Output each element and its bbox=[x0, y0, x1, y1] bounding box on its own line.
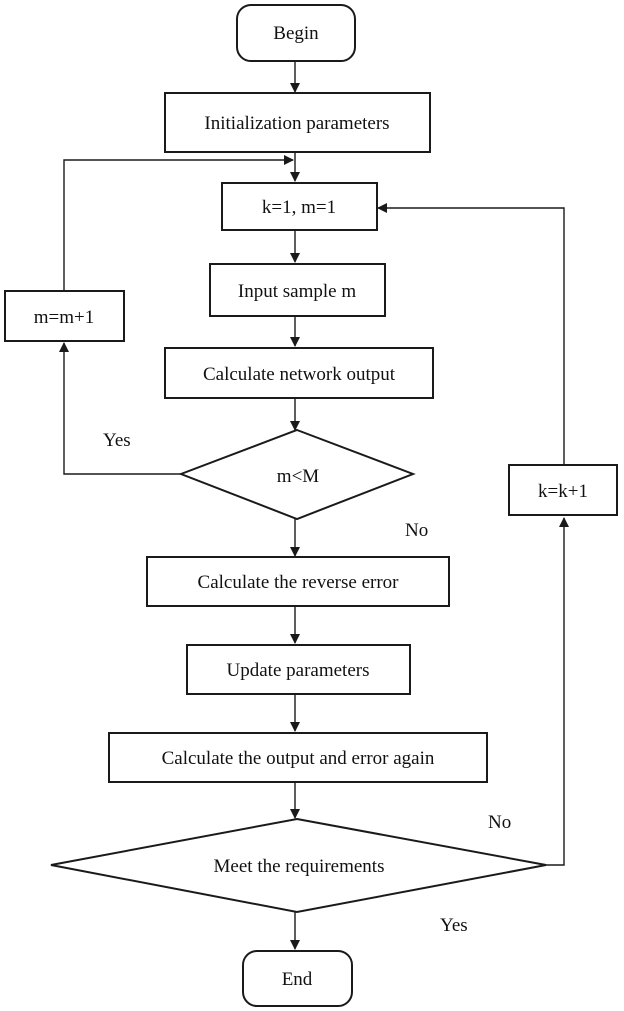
node-input: Input sample m bbox=[209, 263, 386, 317]
node-m-inc: m=m+1 bbox=[4, 290, 125, 342]
node-init: Initialization parameters bbox=[164, 92, 431, 153]
node-update-label: Update parameters bbox=[227, 660, 370, 681]
node-calc-output: Calculate network output bbox=[164, 347, 434, 399]
node-decision-m: m<M bbox=[178, 428, 416, 521]
edge-decision-minc bbox=[59, 342, 183, 475]
edge-label-req-yes: Yes bbox=[440, 915, 468, 936]
node-input-label: Input sample m bbox=[238, 281, 356, 302]
node-update: Update parameters bbox=[186, 644, 411, 695]
edge-decisionreq-kinc bbox=[546, 517, 569, 866]
node-decision-m-label: m<M bbox=[277, 466, 319, 487]
edge-minc-loop bbox=[63, 155, 294, 290]
node-k1m1: k=1, m=1 bbox=[221, 182, 378, 231]
edge-label-m-yes: Yes bbox=[103, 430, 131, 451]
node-init-label: Initialization parameters bbox=[204, 113, 389, 134]
node-begin-label: Begin bbox=[273, 23, 319, 44]
node-reverse-error-label: Calculate the reverse error bbox=[198, 572, 400, 593]
node-m-inc-label: m=m+1 bbox=[34, 307, 95, 328]
node-k-inc: k=k+1 bbox=[508, 464, 618, 516]
edges bbox=[59, 61, 569, 950]
node-decision-req: Meet the requirements bbox=[50, 817, 547, 914]
node-k1m1-label: k=1, m=1 bbox=[262, 197, 336, 218]
node-calc-again: Calculate the output and error again bbox=[108, 732, 488, 783]
edge-label-m-no: No bbox=[405, 520, 428, 541]
node-k-inc-label: k=k+1 bbox=[538, 481, 588, 502]
node-decision-req-label: Meet the requirements bbox=[214, 856, 385, 877]
node-begin: Begin bbox=[236, 4, 356, 62]
node-reverse-error: Calculate the reverse error bbox=[146, 556, 450, 607]
edge-label-req-no: No bbox=[488, 812, 511, 833]
edge-kinc-loop bbox=[377, 203, 565, 464]
node-end: End bbox=[242, 950, 353, 1007]
node-calc-again-label: Calculate the output and error again bbox=[162, 748, 435, 769]
node-calc-output-label: Calculate network output bbox=[203, 364, 396, 385]
node-end-label: End bbox=[282, 969, 313, 990]
